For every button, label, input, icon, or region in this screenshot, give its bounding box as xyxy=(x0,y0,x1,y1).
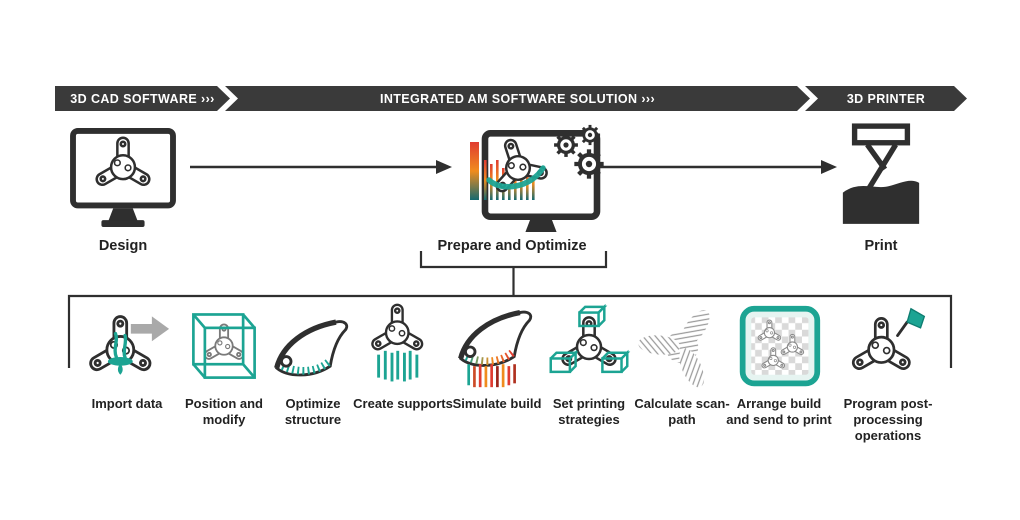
step-calculate-scan-path: Calculate scan-path xyxy=(627,299,737,428)
step-program-post-processing: Program post-processing operations xyxy=(833,299,943,444)
banner-segment-3d-printer: 3D PRINTER xyxy=(805,86,967,111)
arrowhead-icon xyxy=(821,160,837,174)
import-arrow-icon xyxy=(130,316,170,342)
stage-label-print: Print xyxy=(864,238,898,254)
stage-print: Print xyxy=(837,122,927,258)
step-import-data: Import data xyxy=(72,299,182,412)
hatched-scan-path-icon xyxy=(638,310,710,388)
monitor-with-simulation-and-gears-icon xyxy=(470,124,625,232)
stage-label-prepare-optimize: Prepare and Optimize xyxy=(437,238,587,254)
stage-label-design: Design xyxy=(98,238,148,254)
banner-label: 3D CAD SOFTWARE ››› xyxy=(70,91,215,106)
arrowhead-icon xyxy=(436,160,452,174)
step-label: Create supports xyxy=(353,396,453,411)
banner-label: 3D PRINTER xyxy=(846,91,926,106)
step-label: Arrange build and send to print xyxy=(726,396,832,427)
monitor-with-cad-part-icon xyxy=(69,128,177,228)
lattice-structure-arm-icon xyxy=(274,319,349,377)
stage-design: Design xyxy=(69,128,179,258)
3d-printer-laser-powder-icon xyxy=(842,123,920,224)
step-label: Set printing strategies xyxy=(552,396,626,427)
part-with-tool-icon xyxy=(849,307,926,373)
part-in-bounding-cube-icon xyxy=(192,313,256,379)
step-arrange-build: Arrange build and send to print xyxy=(724,299,834,428)
step-label: Calculate scan-path xyxy=(634,396,730,427)
step-label: Optimize structure xyxy=(284,396,342,427)
build-platform-layout-icon xyxy=(739,305,821,387)
banner-label: INTEGRATED AM SOFTWARE SOLUTION ››› xyxy=(379,91,656,106)
step-label: Position and modify xyxy=(185,396,263,427)
stage-prepare-optimize: Prepare and Optimize xyxy=(437,120,627,260)
banner-segment-integrated-am-software: INTEGRATED AM SOFTWARE SOLUTION ››› xyxy=(225,86,810,111)
part-with-strategy-boxes-icon xyxy=(549,303,631,374)
step-label: Import data xyxy=(91,396,163,411)
part-with-import-arrow-icon xyxy=(86,315,170,375)
banner-segment-3d-cad-software: 3D CAD SOFTWARE ››› xyxy=(55,86,230,111)
tool-bit-icon xyxy=(896,307,926,337)
step-label: Program post-processing operations xyxy=(843,396,933,443)
part-with-supports-icon xyxy=(369,303,426,382)
thermal-simulation-arm-icon xyxy=(458,309,533,388)
step-label: Simulate build xyxy=(452,396,542,411)
